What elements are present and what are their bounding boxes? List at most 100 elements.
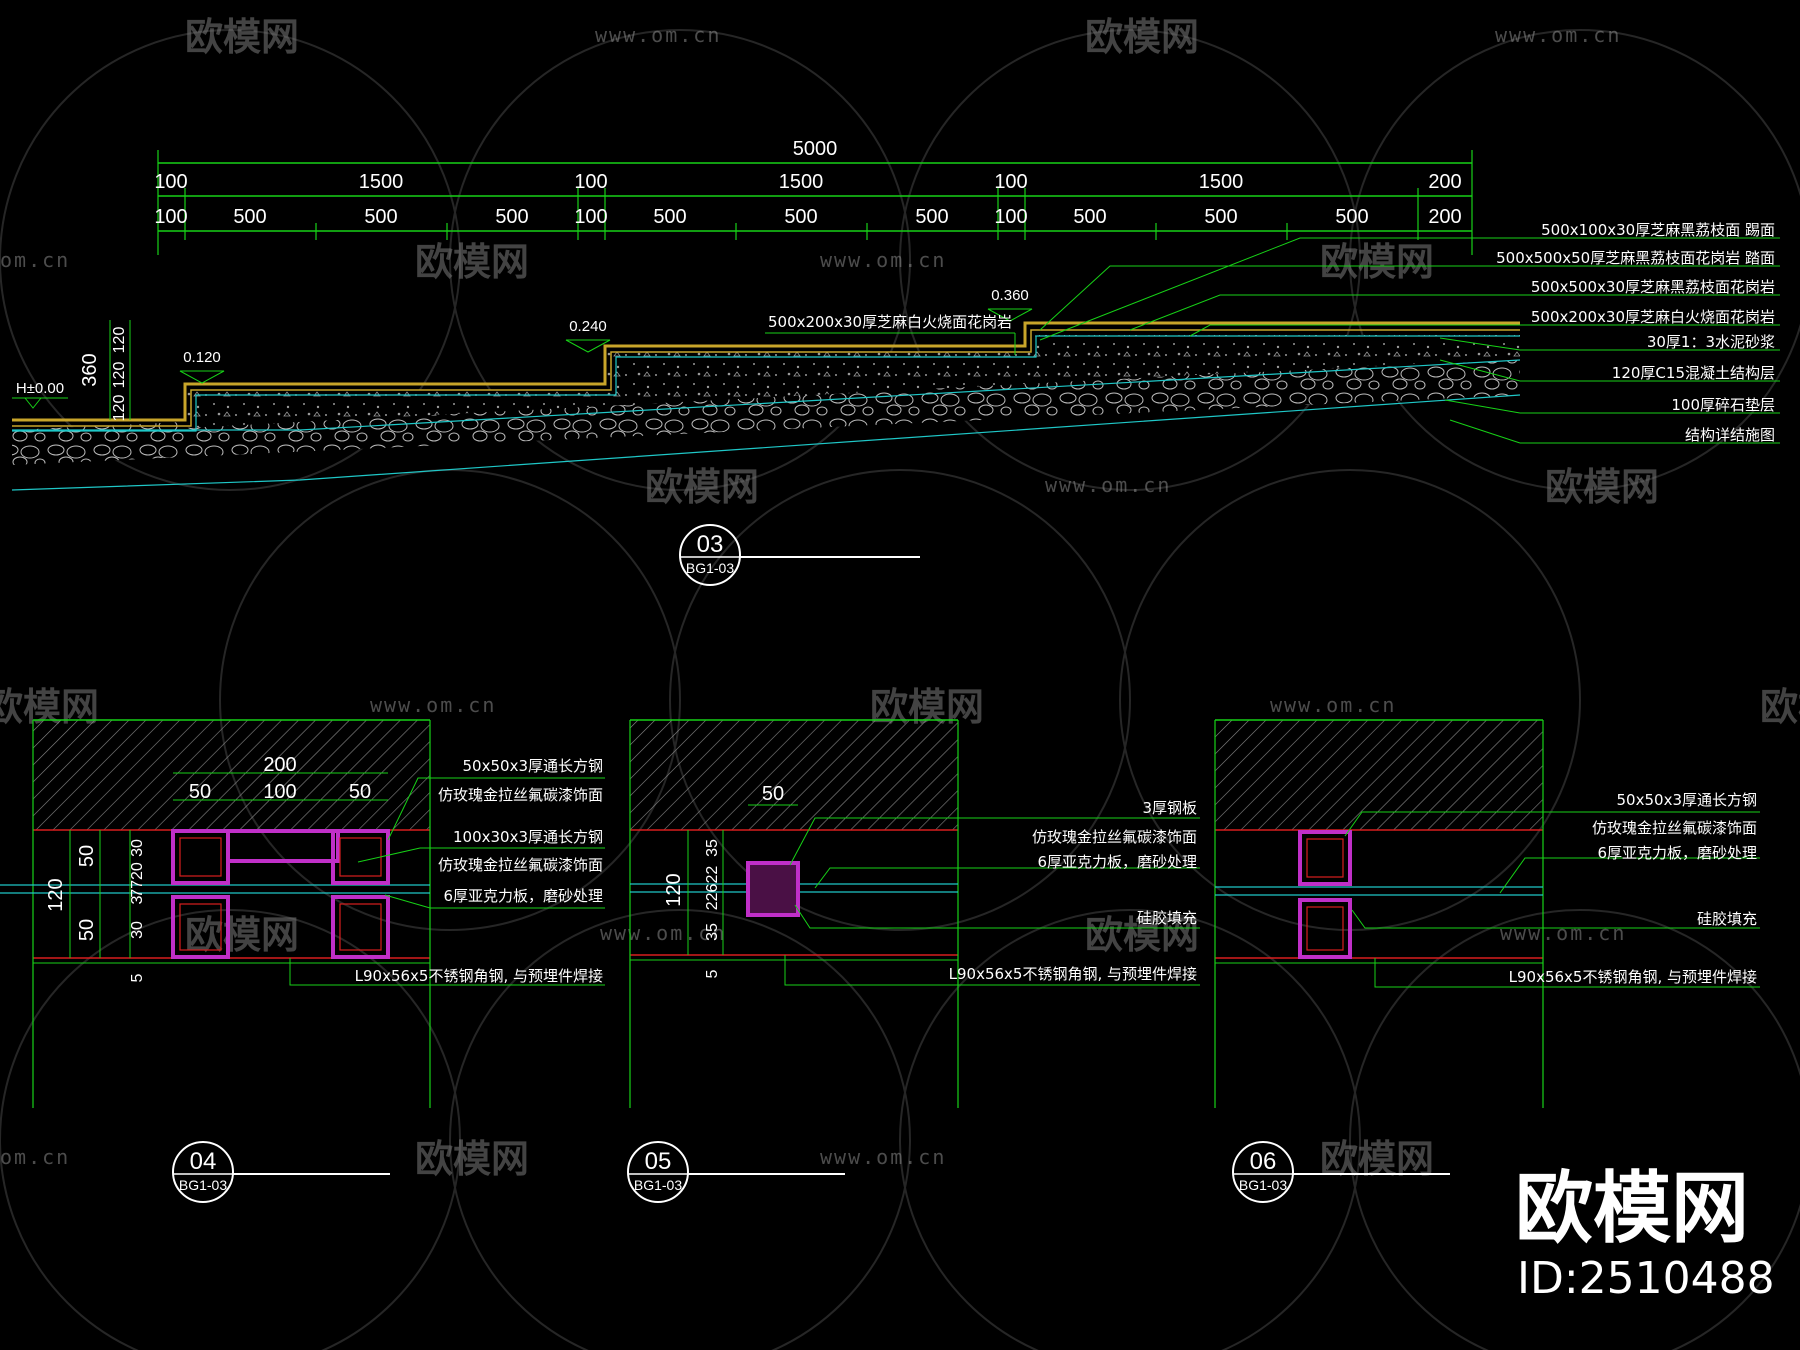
note-finish: 仿玫瑰金拉丝氟碳漆饰面 <box>438 856 603 874</box>
section-05: 50 120 35 22622 35 5 3厚钢板 仿玫瑰金拉丝氟碳漆饰面 6厚… <box>627 719 1200 1203</box>
note-silicone: 硅胶填充 <box>1137 909 1197 927</box>
elev-0360: 0.360 <box>991 287 1029 304</box>
watermark-url: www.om.cn <box>595 23 721 47</box>
dim-top-7: 200 <box>1428 171 1461 193</box>
watermark-url: www.om.cn <box>820 1145 946 1169</box>
brand-id: ID:2510488 <box>1517 1253 1775 1304</box>
vdim-30-bottom: 30 <box>129 921 146 939</box>
vdim-30-top: 30 <box>129 839 146 857</box>
watermark-brand: 欧模网 <box>1085 15 1199 59</box>
vdim-50-top: 50 <box>76 845 98 867</box>
tag-number: 05 <box>645 1148 672 1175</box>
elev-0120: 0.120 <box>183 349 221 366</box>
note-steel-plate: 3厚钢板 <box>1142 799 1197 817</box>
concrete-layer <box>12 335 1520 428</box>
elev-start: H±0.00 <box>16 380 64 397</box>
wall-hatch <box>630 720 958 830</box>
note-silicone: 硅胶填充 <box>1697 910 1757 928</box>
note-concrete: 120厚C15混凝土结构层 <box>1612 364 1775 382</box>
dim-extension-lines <box>157 150 1473 255</box>
watermark-url: www.om.cn <box>600 921 726 945</box>
vdim-5: 5 <box>704 969 721 978</box>
vdim-35-top: 35 <box>704 839 721 857</box>
dim-bottom-7: 500 <box>784 206 817 228</box>
dim-overall: 5000 <box>793 138 838 160</box>
dim-50-left: 50 <box>189 781 211 803</box>
note-tread: 500x500x50厚芝麻黑荔枝面花岗岩 踏面 <box>1496 249 1775 267</box>
watermark-url: www.om.cn <box>820 248 946 272</box>
vdim-5: 5 <box>129 973 146 982</box>
note-square-tube: 50x50x3厚通长方钢 <box>1617 791 1757 809</box>
note-finish: 仿玫瑰金拉丝氟碳漆饰面 <box>1032 828 1197 846</box>
elev-0240: 0.240 <box>569 318 607 335</box>
watermark-brand: 欧模网 <box>1320 240 1434 284</box>
vertical-dims: 360 120 120 120 <box>79 320 131 422</box>
vdim-50-bottom: 50 <box>76 919 98 941</box>
note-angle: L90x56x5不锈钢角钢, 与预埋件焊接 <box>355 967 603 985</box>
watermark-url: www.om.cn <box>1500 921 1626 945</box>
note-angle: L90x56x5不锈钢角钢, 与预埋件焊接 <box>949 965 1197 983</box>
wall-hatch <box>33 720 430 830</box>
vdim-7720: 7720 <box>129 862 146 898</box>
tag-number: 04 <box>190 1148 217 1175</box>
dim-bottom-2: 500 <box>233 206 266 228</box>
dim-100: 100 <box>263 781 296 803</box>
dim-bottom-12: 500 <box>1335 206 1368 228</box>
dim-bottom-3: 500 <box>364 206 397 228</box>
dim-top-1: 100 <box>154 171 187 193</box>
watermark-url-short: om.cn <box>0 248 70 272</box>
note-angle: L90x56x5不锈钢角钢, 与预埋件焊接 <box>1509 968 1757 986</box>
dim-50-right: 50 <box>349 781 371 803</box>
section-tag-04: 04 BG1-03 <box>172 1141 390 1203</box>
mortar-line <box>12 335 1520 432</box>
dim-top-4: 1500 <box>779 171 824 193</box>
note-square-tube: 50x50x3厚通长方钢 <box>463 757 603 775</box>
elev-triangle <box>179 370 225 384</box>
dim-top-2: 1500 <box>359 171 404 193</box>
section04-notes: 50x50x3厚通长方钢 仿玫瑰金拉丝氟碳漆饰面 100x30x3厚通长方钢 仿… <box>289 757 605 986</box>
vdim-3: 3 <box>129 895 146 904</box>
steel-plate <box>746 861 800 917</box>
vdim-120: 120 <box>45 878 67 911</box>
note-gravel: 100厚碎石垫层 <box>1671 396 1775 414</box>
elev-triangle <box>565 339 611 353</box>
tag-ref: BG1-03 <box>634 1177 682 1193</box>
wall-hatch <box>1215 720 1543 830</box>
vdim-120c: 120 <box>111 327 128 354</box>
dim-bottom-1: 100 <box>154 206 187 228</box>
vdim-120b: 120 <box>111 362 128 389</box>
layer-boundary <box>11 394 1521 491</box>
watermark-brand: 欧模网 <box>1760 685 1800 729</box>
section05-dims: 50 120 35 22622 35 5 <box>663 783 798 978</box>
vdim-22622: 22622 <box>704 866 721 911</box>
vdim-120a: 120 <box>111 395 128 422</box>
dim-bottom-13: 200 <box>1428 206 1461 228</box>
steel-tubes <box>171 829 390 959</box>
section-06: 50x50x3厚通长方钢 仿玫瑰金拉丝氟碳漆饰面 6厚亚克力板，磨砂处理 硅胶填… <box>1214 719 1760 1203</box>
dim-bottom-8: 500 <box>915 206 948 228</box>
watermark-brand: 欧模网 <box>1085 913 1199 957</box>
dim-top-6: 1500 <box>1199 171 1244 193</box>
watermark-brand: 欧模网 <box>415 240 529 284</box>
note-rect-tube: 100x30x3厚通长方钢 <box>453 828 603 846</box>
note-granite-black: 500x500x30厚芝麻黑荔枝面花岗岩 <box>1531 278 1775 296</box>
note-granite-white: 500x200x30厚芝麻白火烧面花岗岩 <box>1531 308 1775 326</box>
label-riser-stone: 500x200x30厚芝麻白火烧面花岗岩 <box>768 313 1012 331</box>
stone-paving-top <box>12 321 1520 422</box>
dim-bottom-9: 100 <box>994 206 1027 228</box>
watermark-brand: 欧模网 <box>415 1137 529 1181</box>
tag-ref: BG1-03 <box>179 1177 227 1193</box>
note-riser: 500x100x30厚芝麻黑荔枝面 踢面 <box>1541 221 1775 239</box>
watermark-brand: 欧模网 <box>1545 465 1659 509</box>
section-tag-05: 05 BG1-03 <box>627 1141 845 1203</box>
layer-boundary <box>12 359 1521 431</box>
dim-50: 50 <box>762 783 784 805</box>
tube-inner-lines <box>1306 838 1344 951</box>
section-03: 5000 100 1500 100 1500 100 1500 200 100 … <box>11 138 1780 586</box>
dim-bottom-10: 500 <box>1073 206 1106 228</box>
section-tag-03: 03 BG1-03 <box>679 524 920 586</box>
brand-mark: 欧模网 ID:2510488 <box>1515 1164 1775 1304</box>
vdim-360: 360 <box>79 353 101 386</box>
section04-dims: 200 50 100 50 120 50 50 30 7720 3 30 5 <box>45 754 388 982</box>
note-mortar: 30厚1：3水泥砂浆 <box>1647 333 1775 351</box>
